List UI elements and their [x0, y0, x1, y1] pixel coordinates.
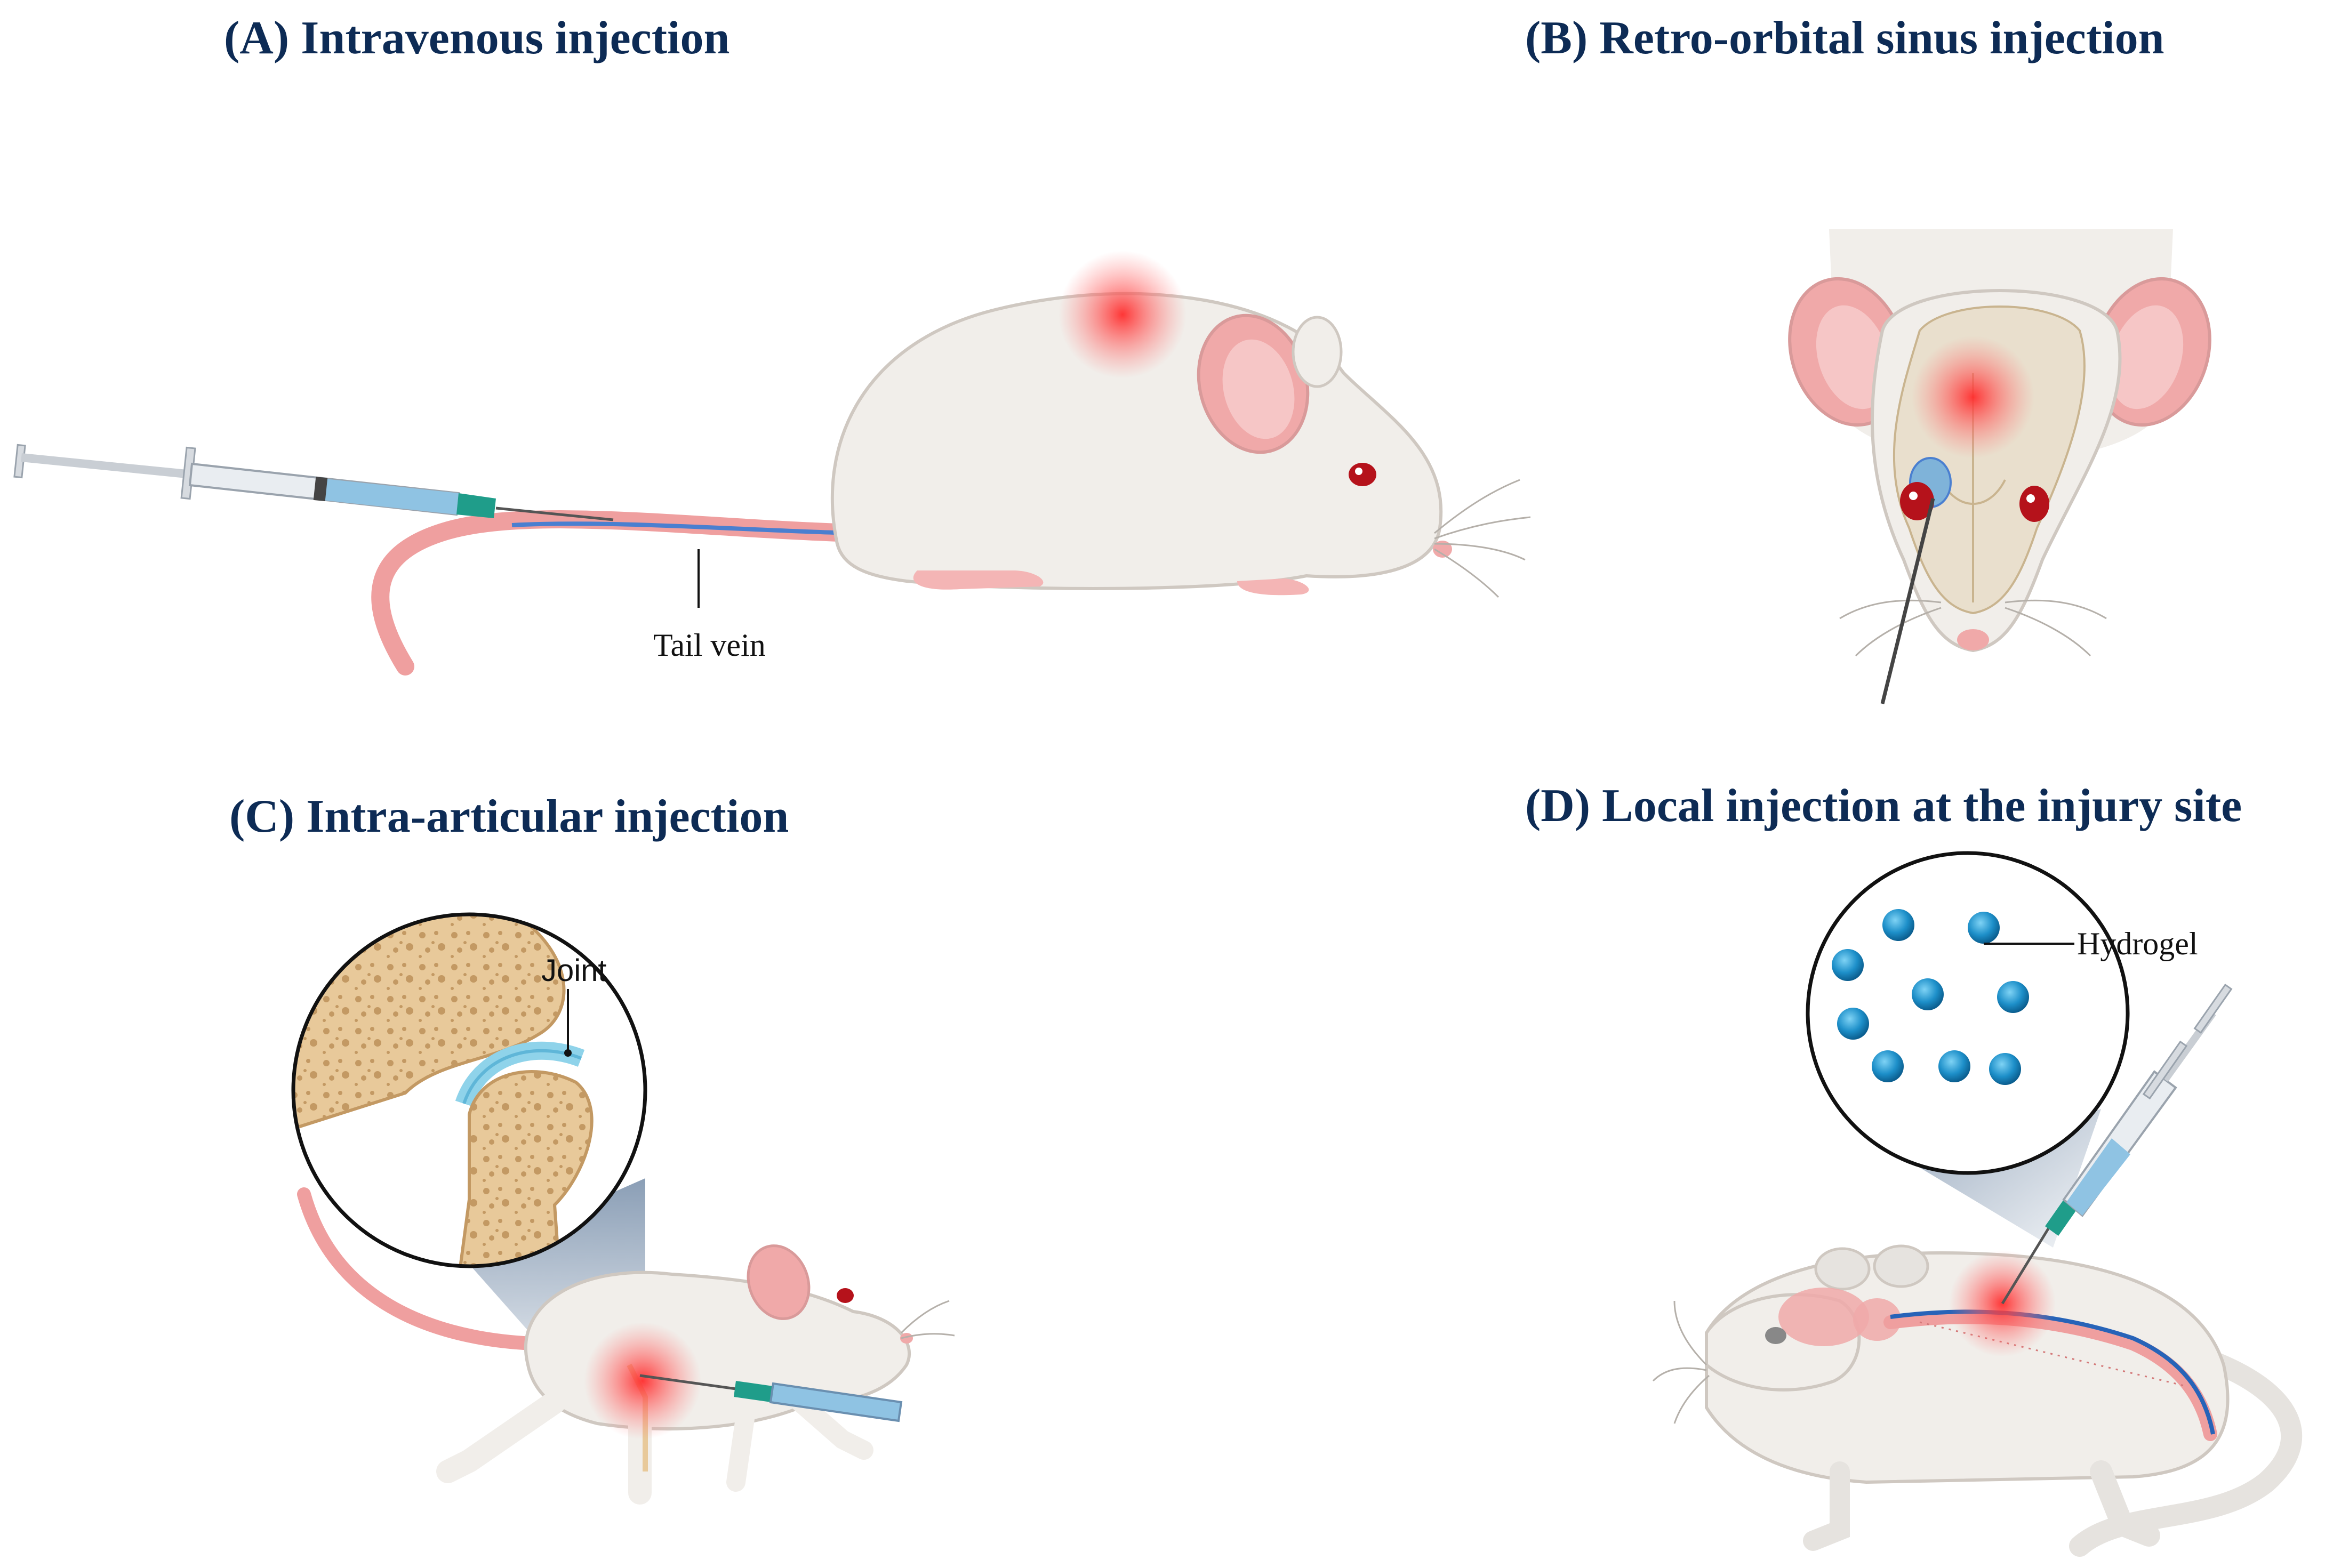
- hydrogel-bead: [1938, 1050, 1970, 1082]
- zoom-circle-d: Hydrogel: [1806, 851, 2198, 1175]
- joint-label: Joint: [541, 953, 607, 988]
- panel-d-title: (D) Local injection at the injury site: [1525, 780, 2242, 832]
- hydrogel-bead: [1997, 981, 2029, 1013]
- panel-b-title: (B) Retro-orbital sinus injection: [1525, 12, 2164, 64]
- hydrogel-bead: [1872, 1050, 1904, 1082]
- glow-b: [1912, 336, 2034, 459]
- hydrogel-bead: [1837, 1008, 1869, 1040]
- syringe-d: [2001, 983, 2233, 1305]
- panel-d: (D) Local injection at the injury site: [1525, 780, 2303, 1557]
- mouse-a: [830, 292, 1531, 598]
- glow-a: [1059, 251, 1186, 379]
- panel-c-title: (C) Intra-articular injection: [229, 791, 789, 842]
- mouse-a-whiskers: [1434, 479, 1531, 598]
- tail-vein-label: Tail vein: [653, 628, 766, 663]
- panel-c: (C) Intra-articular injection: [229, 791, 955, 1505]
- needle-b: [1880, 498, 1935, 704]
- hydrogel-bead: [1882, 909, 1914, 941]
- syringe-a: [13, 444, 614, 521]
- mouse-a-eye: [1349, 463, 1376, 486]
- hydrogel-label: Hydrogel: [2077, 926, 2198, 961]
- panel-a-title: (A) Intravenous injection: [224, 12, 729, 64]
- zoom-circle-c: Joint: [291, 912, 647, 1268]
- mouse-a-tail: [371, 510, 862, 676]
- hydrogel-bead: [1989, 1053, 2021, 1085]
- mouse-b-eye-left: [1900, 482, 1934, 520]
- panel-a: (A) Intravenous injection: [13, 12, 1531, 676]
- syringe-c: [639, 1374, 903, 1422]
- hydrogel-bead: [1912, 978, 1944, 1010]
- hydrogel-bead: [1832, 949, 1864, 981]
- panel-b: (B) Retro-orbital sinus injection: [1525, 12, 2211, 704]
- hydrogel-bead: [1968, 912, 2000, 944]
- glow-c: [584, 1322, 701, 1440]
- tail-vein: [511, 521, 854, 535]
- mouse-b-eye-right: [2019, 486, 2049, 522]
